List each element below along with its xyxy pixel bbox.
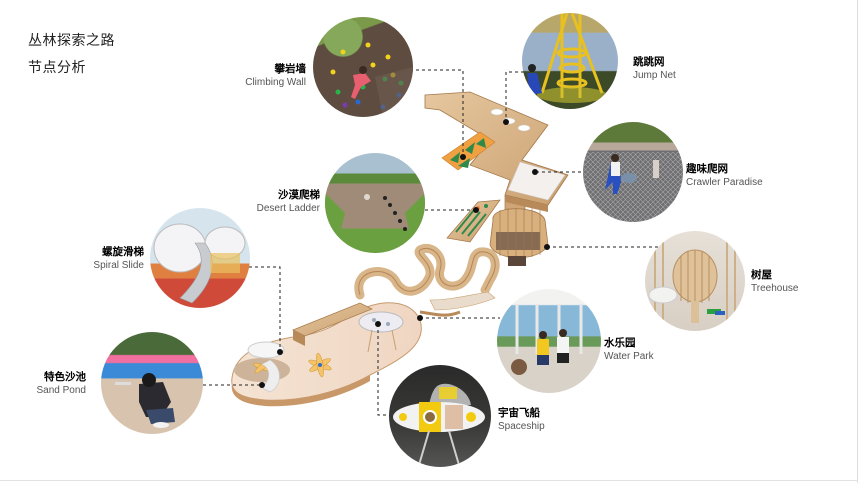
bottom-divider	[0, 480, 858, 481]
crawler-paradise-photo	[583, 122, 683, 222]
climbing-wall-photo	[313, 17, 413, 117]
jump-net-photo	[522, 13, 618, 109]
node-label-sand-pond: 特色沙池 Sand Pond	[36, 371, 87, 396]
spaceship-photo	[389, 365, 491, 467]
sand-pond-photo	[101, 332, 203, 434]
desert-ladder-photo	[325, 153, 425, 253]
node-label-jump-net: 跳跳网 Jump Net	[633, 56, 676, 81]
page-subtitle: 节点分析	[28, 60, 86, 76]
node-label-desert-ladder: 沙漠爬梯 Desert Ladder	[256, 189, 320, 214]
page-title: 丛林探索之路	[28, 33, 115, 49]
node-label-water-park: 水乐园 Water Park	[604, 337, 654, 362]
node-label-spaceship: 宇宙飞船 Spaceship	[498, 407, 545, 432]
node-label-treehouse: 树屋 Treehouse	[751, 269, 799, 294]
water-park-photo	[497, 289, 601, 393]
node-label-crawler-paradise: 趣味爬网 Crawler Paradise	[686, 163, 763, 188]
spiral-slide-photo	[150, 208, 250, 308]
node-label-climbing-wall: 攀岩墙 Climbing Wall	[245, 63, 306, 88]
treehouse-photo	[645, 231, 745, 331]
node-label-spiral-slide: 螺旋滑梯 Spiral Slide	[93, 246, 144, 271]
